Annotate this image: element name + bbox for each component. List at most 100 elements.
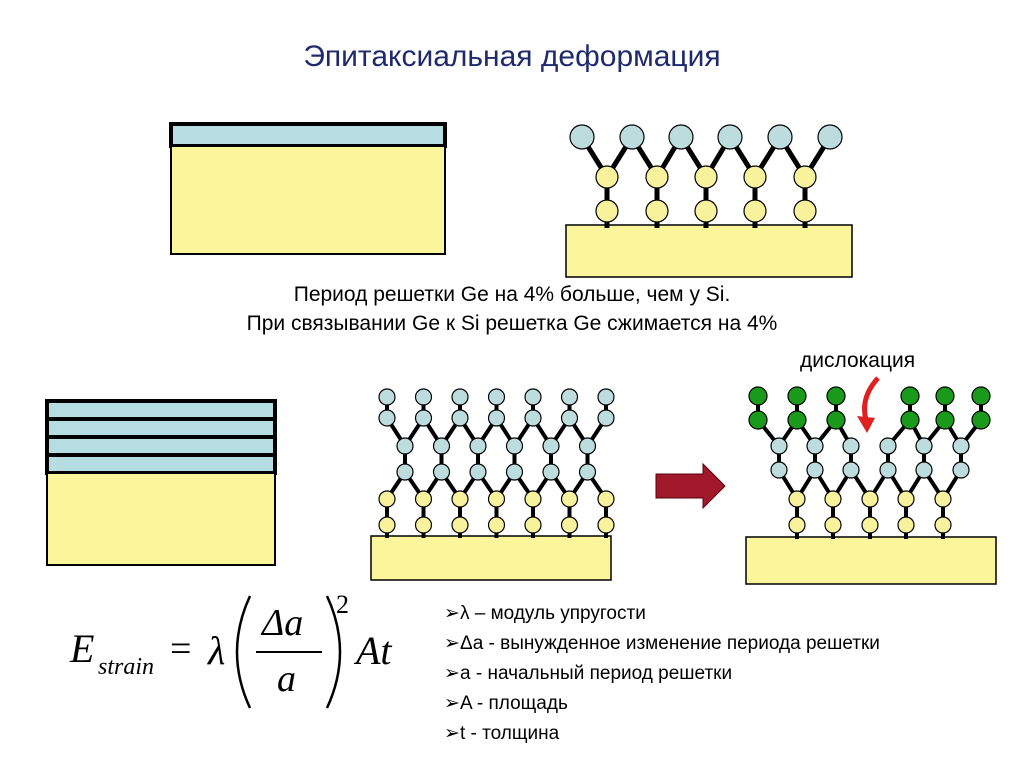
atom bbox=[952, 437, 970, 455]
atom bbox=[897, 490, 915, 508]
atom bbox=[842, 437, 860, 455]
atom bbox=[597, 490, 615, 508]
atom bbox=[451, 490, 469, 508]
lattice-substrate-top bbox=[565, 224, 853, 278]
atom bbox=[560, 388, 579, 406]
multi-layer-stack bbox=[45, 399, 277, 566]
legend-item: ➢Δa - вынужденное изменение периода реше… bbox=[444, 633, 880, 654]
lattice-relaxed-dislocation bbox=[748, 386, 991, 539]
atom bbox=[560, 409, 579, 427]
atom bbox=[787, 410, 807, 430]
slide-title: Эпитаксиальная деформация bbox=[303, 40, 721, 73]
atom bbox=[694, 199, 718, 223]
legend-item: ➢t - толщина bbox=[444, 723, 560, 744]
atom bbox=[396, 463, 414, 481]
atom bbox=[971, 386, 991, 406]
lattice-substrate-right bbox=[745, 536, 997, 585]
atom bbox=[787, 386, 807, 406]
single-layer-stack bbox=[169, 122, 447, 255]
atom bbox=[645, 165, 669, 189]
atom bbox=[578, 437, 597, 455]
atom bbox=[378, 516, 396, 534]
atom bbox=[748, 410, 768, 430]
film-layer bbox=[45, 417, 277, 439]
atom bbox=[560, 516, 579, 534]
legend-list: ➢λ – модуль упругости ➢Δa - вынужденное … bbox=[444, 602, 880, 752]
atom bbox=[824, 516, 842, 534]
atom bbox=[793, 199, 817, 223]
atom bbox=[743, 165, 767, 189]
atom bbox=[578, 463, 597, 481]
atom bbox=[952, 461, 970, 479]
atom bbox=[487, 409, 506, 427]
atom bbox=[414, 409, 433, 427]
film-layer bbox=[169, 122, 447, 148]
atom bbox=[934, 490, 952, 508]
atom bbox=[971, 410, 991, 430]
atom bbox=[645, 199, 669, 223]
atom bbox=[748, 386, 768, 406]
atom bbox=[788, 516, 806, 534]
atom bbox=[879, 461, 897, 479]
atom bbox=[934, 516, 952, 534]
atom bbox=[861, 516, 879, 534]
atom bbox=[451, 516, 469, 534]
atom bbox=[597, 409, 615, 427]
atom bbox=[524, 490, 542, 508]
atom bbox=[505, 437, 524, 455]
atom bbox=[378, 490, 396, 508]
formula-equals: = bbox=[170, 628, 192, 670]
atom bbox=[826, 410, 846, 430]
atom bbox=[487, 516, 506, 534]
bullet-icon: ➢ bbox=[444, 633, 460, 654]
atom bbox=[788, 490, 806, 508]
atom bbox=[414, 516, 433, 534]
atom bbox=[487, 388, 506, 406]
formula-subscript: strain bbox=[98, 654, 155, 680]
atom bbox=[935, 386, 955, 406]
atom bbox=[469, 463, 487, 481]
atom bbox=[505, 463, 524, 481]
atom bbox=[900, 386, 920, 406]
bullet-icon: ➢ bbox=[444, 603, 460, 624]
atom bbox=[569, 124, 595, 150]
atom bbox=[861, 490, 879, 508]
formula-symbol-e: E bbox=[70, 626, 95, 671]
atom bbox=[743, 199, 767, 223]
lattice-single-layer bbox=[569, 124, 843, 228]
left-paren bbox=[235, 595, 252, 709]
atom bbox=[824, 490, 842, 508]
formula-numerator: Δa bbox=[262, 602, 304, 644]
atom bbox=[524, 409, 542, 427]
right-paren bbox=[325, 595, 342, 709]
atom bbox=[915, 461, 933, 479]
atom bbox=[806, 461, 824, 479]
legend-item: ➢a - начальный период решетки bbox=[444, 663, 733, 684]
atom bbox=[900, 410, 920, 430]
atom bbox=[897, 516, 915, 534]
atom bbox=[694, 165, 718, 189]
dislocation-arrow bbox=[857, 376, 880, 433]
atom bbox=[767, 124, 793, 150]
atom bbox=[842, 461, 860, 479]
atom bbox=[770, 461, 788, 479]
atom bbox=[560, 490, 579, 508]
substrate-block bbox=[170, 145, 446, 255]
formula-denominator: a bbox=[277, 658, 296, 700]
atom bbox=[595, 165, 619, 189]
caption-line-2: При связывании Ge к Si решетка Ge сжимае… bbox=[246, 312, 778, 335]
atom bbox=[451, 388, 469, 406]
atom bbox=[817, 124, 843, 150]
legend-item: ➢λ – модуль упругости bbox=[444, 603, 646, 624]
atom bbox=[378, 409, 396, 427]
atom bbox=[619, 124, 645, 150]
atom bbox=[793, 165, 817, 189]
atom bbox=[378, 388, 396, 406]
transition-arrow bbox=[655, 462, 726, 510]
formula-graphics bbox=[235, 595, 342, 709]
atom bbox=[542, 437, 560, 455]
atom bbox=[879, 437, 897, 455]
atom bbox=[414, 388, 433, 406]
substrate-block bbox=[46, 472, 276, 566]
